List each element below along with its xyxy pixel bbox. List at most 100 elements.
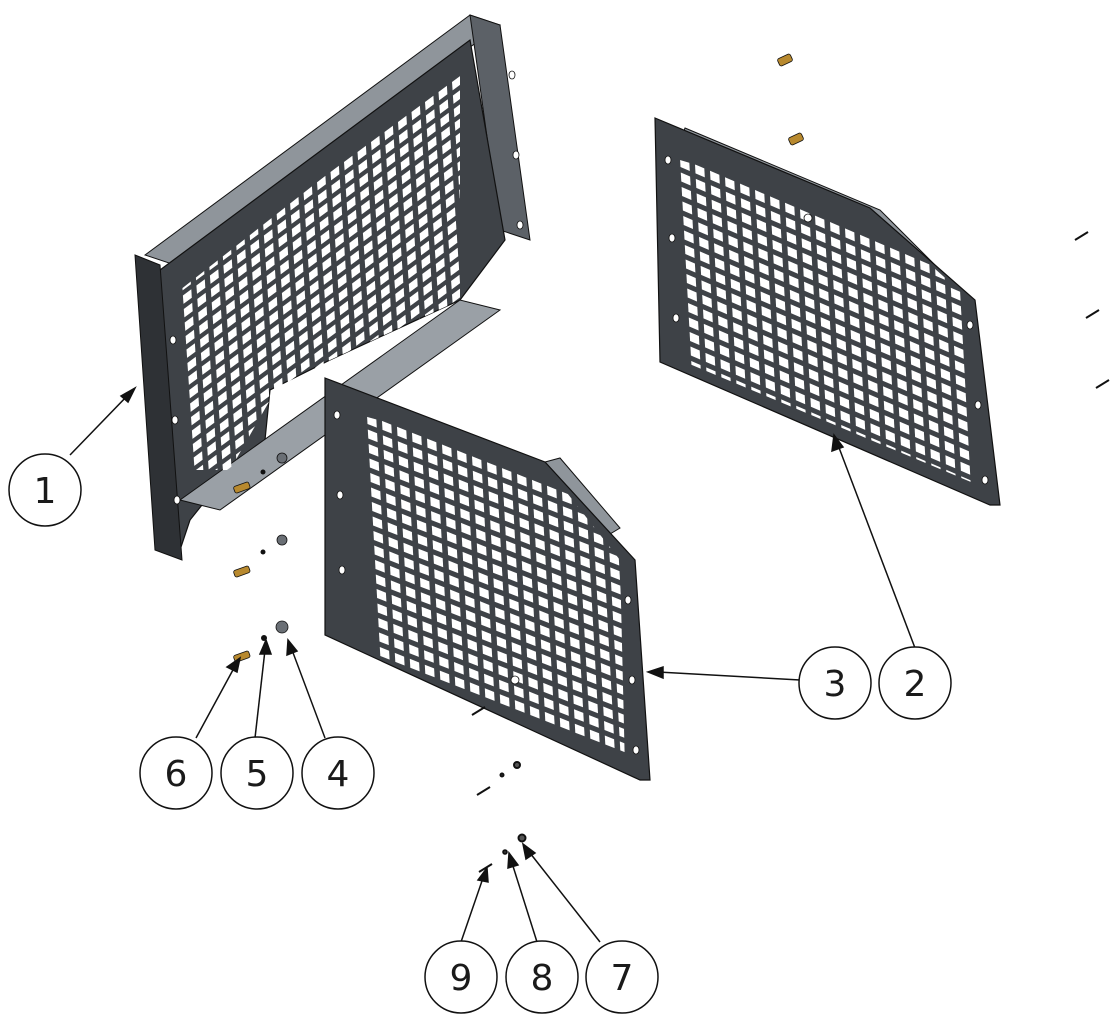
screen-hole	[705, 352, 716, 366]
screen-hole	[720, 359, 731, 373]
screen-hole	[581, 570, 591, 583]
screen-hole	[863, 292, 873, 306]
screen-hole	[497, 650, 508, 664]
screen-hole	[735, 365, 746, 379]
screen-hole	[418, 213, 428, 229]
screen-hole	[750, 372, 761, 386]
screen-hole	[580, 555, 590, 569]
screen-hole	[211, 296, 221, 311]
screen-hole	[570, 651, 581, 664]
screen-hole	[247, 411, 257, 426]
screen-hole	[845, 228, 855, 242]
screen-hole	[763, 349, 774, 363]
screen-hole	[569, 622, 579, 635]
screen-hole	[494, 592, 504, 606]
screen-hole	[389, 206, 399, 222]
screen-hole	[770, 210, 781, 224]
screen-hole	[484, 336, 493, 351]
screen-hole	[695, 178, 706, 192]
screen-hole	[762, 320, 772, 334]
screen-hole	[385, 139, 395, 154]
screen-hole	[926, 376, 937, 390]
screen-hole	[915, 442, 926, 456]
screen-hole	[331, 179, 341, 194]
screen-hole	[344, 155, 353, 171]
screen-hole	[333, 206, 343, 221]
screen-hole	[541, 653, 552, 667]
screen-hole	[392, 247, 402, 262]
screen-hole	[943, 411, 953, 425]
screen-hole	[801, 238, 812, 252]
screen-hole	[568, 607, 579, 621]
screen-hole	[718, 315, 728, 329]
screen-hole	[822, 346, 832, 360]
screen-hole	[830, 222, 840, 235]
screen-hole	[308, 253, 317, 268]
screen-hole	[929, 434, 940, 448]
screen-hole	[332, 192, 342, 208]
screen-hole	[595, 561, 605, 575]
screen-hole	[535, 537, 545, 551]
screen-hole	[536, 566, 547, 580]
screen-hole	[371, 135, 380, 151]
screen-hole	[855, 416, 866, 430]
screen-hole	[457, 369, 460, 384]
screen-hole	[527, 662, 538, 676]
screen-hole	[876, 270, 887, 284]
screen-hole	[880, 342, 891, 356]
screen-hole	[835, 323, 846, 337]
screen-hole	[450, 261, 460, 276]
screen-hole	[267, 482, 276, 497]
screen-hole	[368, 444, 379, 457]
screen-hole	[299, 330, 308, 346]
screen-hole	[263, 229, 273, 244]
screen-hole	[764, 364, 775, 377]
screen-hole	[412, 119, 422, 134]
lower-panel-hole-grid	[367, 415, 625, 754]
screen-hole	[435, 583, 445, 597]
screen-hole	[958, 418, 968, 432]
screen-hole	[559, 703, 569, 716]
screen-hole	[182, 289, 192, 304]
screen-hole	[226, 512, 235, 527]
screen-hole	[408, 629, 418, 643]
callout-9: 9	[424, 940, 498, 1014]
screen-hole	[834, 309, 845, 322]
screen-hole	[914, 428, 925, 441]
screen-hole	[491, 549, 502, 562]
screen-hole	[618, 712, 625, 725]
screen-hole	[225, 286, 235, 301]
screen-hole	[780, 384, 791, 398]
screen-hole	[893, 305, 903, 319]
screen-hole	[529, 691, 539, 705]
screen-hole	[548, 514, 559, 528]
screen-hole	[896, 363, 907, 377]
screen-hole	[502, 482, 513, 496]
screen-hole	[879, 313, 889, 327]
screen-hole	[258, 360, 268, 376]
screen-hole	[483, 322, 492, 337]
screen-hole	[425, 95, 434, 111]
screen-hole	[895, 349, 906, 363]
screen-hole	[690, 346, 701, 360]
screen-hole	[410, 304, 420, 320]
screen-hole	[443, 379, 453, 394]
screen-hole	[773, 254, 783, 268]
screen-hole	[528, 677, 538, 690]
screen-hole	[412, 432, 422, 446]
screen-hole	[778, 355, 789, 369]
screen-hole	[294, 263, 304, 278]
screen-hole	[377, 603, 388, 617]
callout-label: 4	[327, 754, 350, 795]
screen-hole	[221, 444, 231, 460]
screen-hole	[272, 350, 281, 366]
screen-hole	[212, 509, 221, 524]
screen-hole	[521, 546, 531, 560]
screen-hole	[613, 625, 624, 638]
screen-hole	[390, 565, 400, 579]
screen-hole	[371, 487, 381, 501]
screen-hole	[489, 505, 500, 519]
screen-hole	[388, 536, 399, 550]
screen-hole	[601, 677, 612, 691]
screen-hole	[839, 396, 850, 409]
